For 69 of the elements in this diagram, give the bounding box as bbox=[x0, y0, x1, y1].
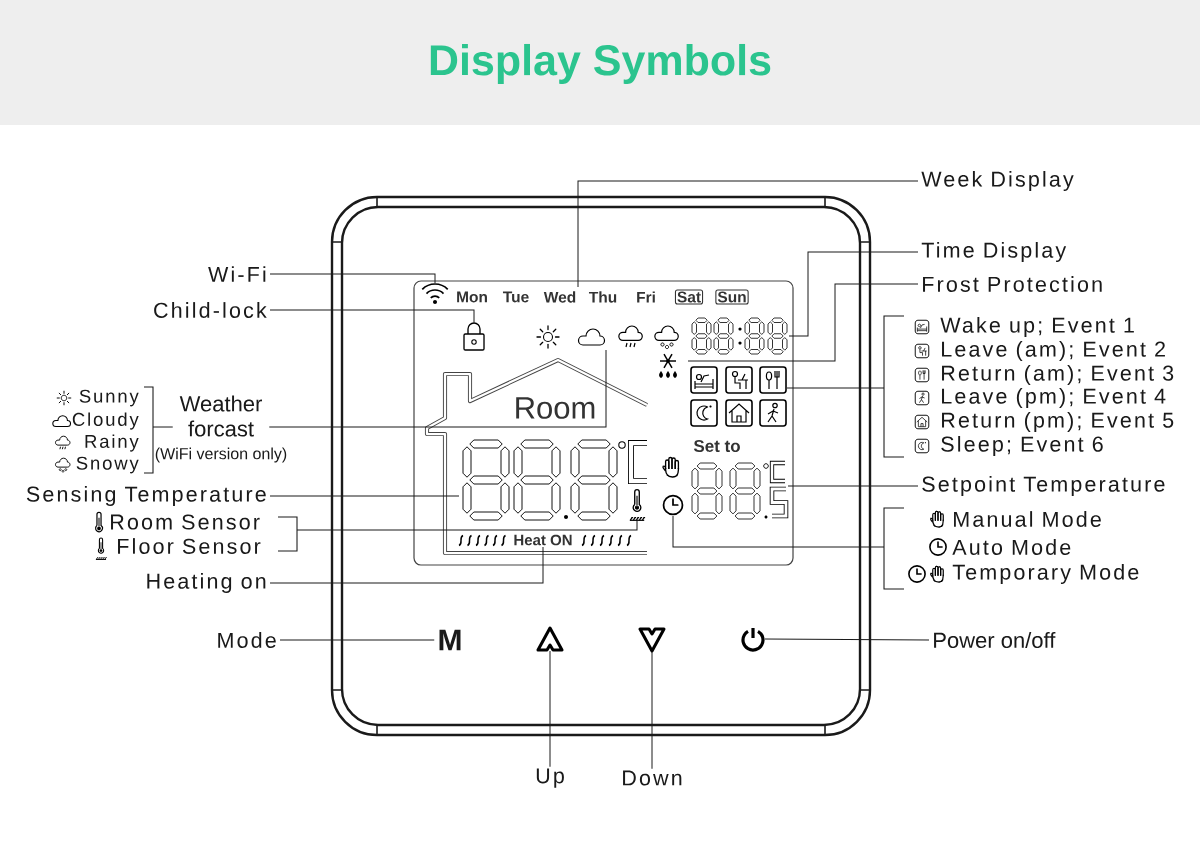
callout-label: Rainy bbox=[85, 434, 139, 452]
day-label: Wed bbox=[543, 291, 576, 303]
callout-label: Snowy bbox=[76, 456, 139, 474]
note-text: (WiFi version only) bbox=[155, 447, 287, 463]
leader-line bbox=[549, 650, 551, 768]
leader-line bbox=[269, 546, 544, 584]
callout-label: Manual Mode bbox=[954, 511, 1101, 527]
day-label: Thu bbox=[589, 291, 617, 303]
callout-label: Setpoint Temperature bbox=[922, 476, 1165, 496]
leader-line bbox=[269, 273, 436, 284]
leader-line bbox=[152, 426, 174, 428]
callout-label: Return (pm); Event 5 bbox=[942, 412, 1174, 432]
down-triangle-icon bbox=[638, 627, 666, 653]
day-label: Sun bbox=[715, 289, 749, 305]
day-label: Sat bbox=[674, 289, 704, 305]
leader-line bbox=[577, 180, 919, 288]
leader-line bbox=[279, 639, 435, 641]
day-label: Mon bbox=[457, 291, 487, 303]
callout-label: Auto Mode bbox=[952, 539, 1071, 555]
callout-label: Sunny bbox=[79, 389, 139, 407]
display-text: Set to bbox=[693, 440, 740, 453]
callout-label: Sleep; Event 6 bbox=[941, 436, 1103, 456]
power-icon bbox=[741, 628, 765, 652]
wifi-icon bbox=[421, 283, 449, 304]
title: Display Symbols bbox=[430, 43, 771, 85]
callout-label: Child-lock bbox=[154, 302, 267, 318]
callout-label: Wi-Fi bbox=[208, 266, 266, 282]
leader-line bbox=[788, 251, 919, 337]
snowflake-icon bbox=[659, 353, 677, 378]
leader-line bbox=[296, 520, 638, 531]
callout-label: Up bbox=[536, 768, 564, 788]
callout-label: Wake up; Event 1 bbox=[940, 317, 1134, 337]
day-label: Tue bbox=[503, 291, 529, 303]
callout-label: Temporary Mode bbox=[952, 564, 1139, 584]
key-letter: M bbox=[439, 629, 461, 651]
callout-label: Time Display bbox=[921, 242, 1067, 262]
leader-line bbox=[268, 349, 607, 428]
seven-segment-display bbox=[691, 460, 789, 520]
leader-line bbox=[651, 651, 653, 770]
up-triangle-icon bbox=[536, 626, 564, 652]
callout-label: Floor Sensor bbox=[118, 538, 261, 554]
display-text: Room bbox=[516, 397, 595, 419]
seven-segment-display bbox=[462, 439, 618, 521]
leader-line bbox=[786, 387, 885, 389]
callout-label: Leave (pm); Event 4 bbox=[942, 388, 1166, 408]
callout-label: Down bbox=[623, 770, 682, 786]
callout-label: Return (am); Event 3 bbox=[942, 365, 1174, 385]
callout-label: Weather forcast bbox=[179, 395, 262, 437]
callout-label: Sensing Temperature bbox=[26, 486, 266, 506]
callout-label: Heating on bbox=[147, 573, 266, 593]
callout-label: Room Sensor bbox=[111, 514, 260, 530]
callout-label: Cloudy bbox=[72, 412, 139, 430]
display-text: Heat ON bbox=[514, 534, 572, 546]
leader-line bbox=[269, 309, 475, 323]
day-label: Fri bbox=[637, 291, 655, 303]
callout-label: Leave (am); Event 2 bbox=[942, 341, 1165, 361]
thermostat-outline bbox=[330, 195, 872, 737]
seven-segment-display bbox=[691, 317, 788, 355]
leader-line bbox=[269, 495, 460, 497]
floor-thermometer-icon bbox=[629, 489, 646, 521]
callout-label: Week Display bbox=[921, 171, 1074, 191]
leader-line bbox=[787, 485, 919, 487]
callout-label: Frost Protection bbox=[923, 276, 1102, 292]
leader-line bbox=[687, 283, 919, 362]
padlock-icon bbox=[463, 322, 485, 351]
leader-line bbox=[672, 515, 885, 548]
callout-label: Mode bbox=[218, 632, 276, 648]
callout-label: Power on/off bbox=[934, 631, 1056, 649]
leader-line bbox=[764, 638, 930, 641]
